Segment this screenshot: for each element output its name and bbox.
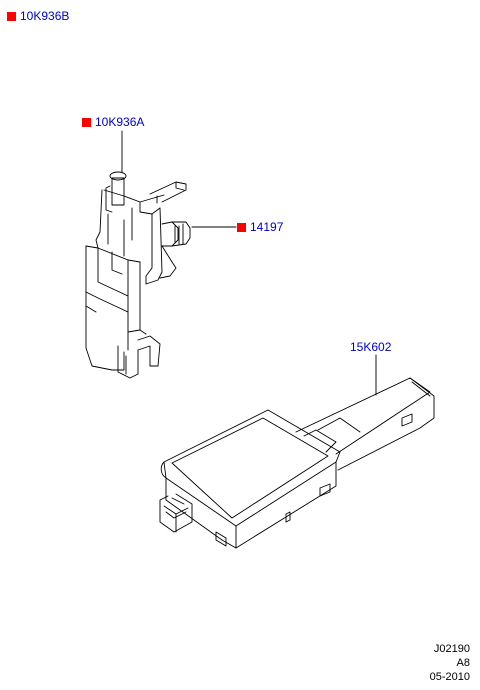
callout-label: 15K602 (350, 340, 392, 354)
leader-lines (121, 130, 377, 396)
clip-bracket-part (85, 171, 191, 379)
drawing-date: 05-2010 (429, 671, 470, 683)
drawing-revision: A8 (456, 657, 470, 669)
callout-15k602[interactable]: 15K602 (350, 340, 391, 354)
red-square-icon (82, 117, 91, 127)
callout-label: 10K936B (20, 9, 70, 23)
red-square-icon (7, 11, 16, 21)
red-square-icon (237, 222, 246, 232)
callout-label: 14197 (250, 220, 284, 234)
module-part (159, 377, 435, 549)
callout-label: 10K936A (95, 115, 145, 129)
callout-14197[interactable]: 14197 (237, 220, 283, 234)
callout-10k936a[interactable]: 10K936A (82, 115, 144, 129)
callout-10k936b[interactable]: 10K936B (7, 9, 69, 23)
drawing-code: J02190 (433, 643, 470, 655)
